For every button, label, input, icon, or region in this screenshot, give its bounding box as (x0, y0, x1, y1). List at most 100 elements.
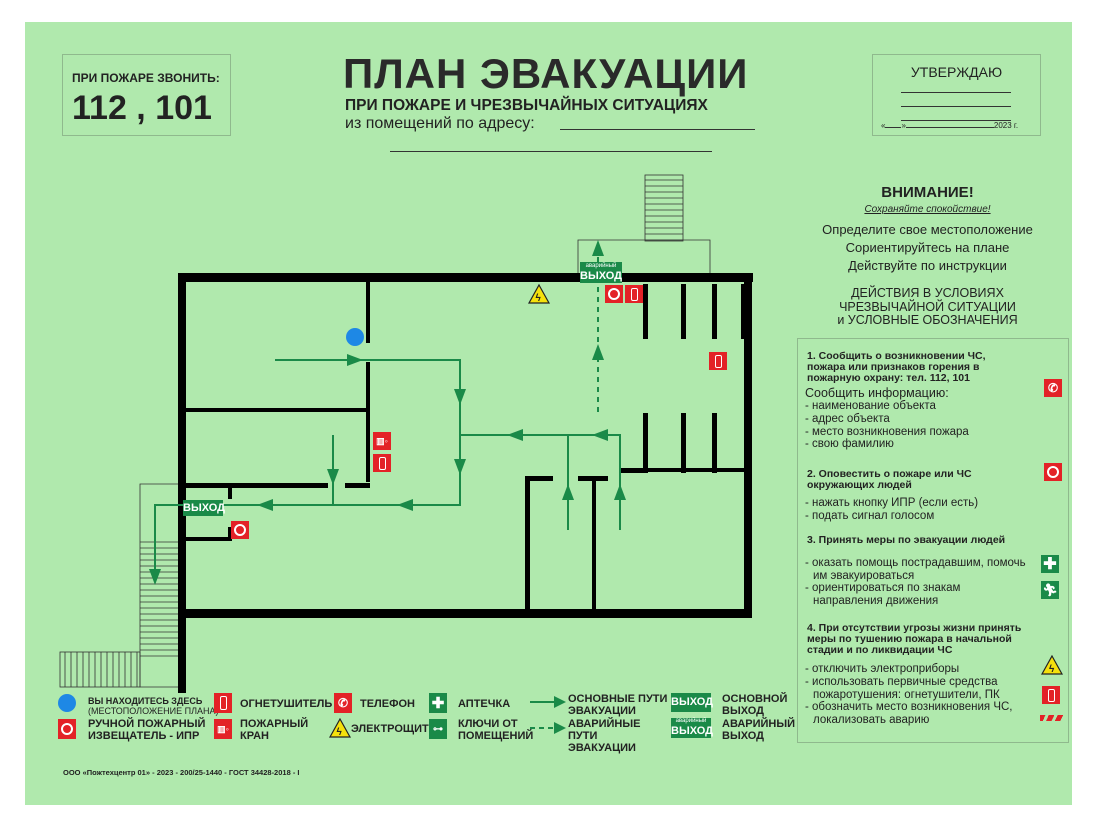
wall (345, 483, 370, 488)
first-aid-icon: ✚ (1041, 555, 1059, 573)
call-numbers: 112 , 101 (72, 89, 212, 127)
wall (681, 413, 686, 473)
attention-line: Сориентируйтесь на плане (845, 240, 1010, 255)
heading-line: и УСЛОВНЫЕ ОБОЗНАЧЕНИЯ (837, 313, 1018, 327)
attention-line: Определите свое местоположение (822, 222, 1033, 237)
wall (178, 273, 753, 282)
legend-main-route-icon (530, 696, 566, 708)
wall (366, 362, 370, 482)
evacuation-plan-poster: ПРИ ПОЖАРЕ ЗВОНИТЬ: 112 , 101 ПЛАН ЭВАКУ… (25, 22, 1072, 805)
route-arrowhead (327, 469, 339, 485)
electro-hazard-icon: ϟ (1041, 655, 1063, 675)
legend-you-are-here-icon (58, 694, 76, 712)
floor-plan: ϟ (59, 174, 753, 693)
extinguisher-icon (625, 285, 643, 303)
route-arrowhead (562, 484, 574, 500)
footer-credits: ООО «Пожтехцентр 01» - 2023 - 200/25-144… (63, 768, 300, 777)
legend-phone-icon: ✆ (334, 693, 352, 713)
legend-call-point: РУЧНОЙ ПОЖАРНЫЙ ИЗВЕЩАТЕЛЬ - ИПР (88, 718, 206, 742)
address-line-2 (390, 151, 712, 152)
actions-heading: ДЕЙСТВИЯ В УСЛОВИЯХ ЧРЕЗВЫЧАЙНОЙ СИТУАЦИ… (785, 286, 1070, 328)
route-arrowhead (507, 429, 523, 441)
main-evacuation-route (154, 359, 461, 582)
wall (712, 413, 717, 473)
route-arrowhead (614, 484, 626, 500)
approval-box: УТВЕРЖДАЮ «»2023 г. (872, 54, 1041, 136)
approval-date: «»2023 г. (881, 121, 1018, 130)
stair-flight (644, 174, 684, 242)
you-are-here-marker (346, 328, 364, 346)
badge-text: ВЫХОД (671, 725, 714, 737)
wall (525, 476, 553, 481)
wall (178, 408, 368, 412)
step-3-title: 3. Принять меры по эвакуации людей (807, 534, 1006, 546)
legend-emergency-exit: АВАРИЙНЫЙ ВЫХОД (722, 718, 796, 742)
wall (228, 483, 232, 499)
signature-line (901, 120, 1011, 121)
step-2-item: - подать сигнал голосом (805, 510, 935, 522)
step-2-item: - нажать кнопку ИПР (если есть) (805, 497, 979, 509)
wall (643, 413, 648, 473)
badge-small: аварийный (675, 718, 707, 724)
main-exit-sign: ВЫХОД (183, 500, 226, 516)
attention-block: ВНИМАНИЕ! Сохраняйте спокойствие! Опреде… (785, 184, 1070, 328)
stair-flight (59, 651, 141, 688)
legend-main-routes: ОСНОВНЫЕ ПУТИ ЭВАКУАЦИИ (568, 693, 668, 717)
date-close: » (901, 121, 906, 130)
legend-extinguisher: ОГНЕТУШИТЕЛЬ (240, 698, 333, 710)
wall (681, 284, 686, 339)
legend-call-point-icon (58, 719, 76, 739)
wall (366, 273, 370, 343)
route-arrowhead (454, 459, 466, 475)
legend-emergency-exit-badge: аварийный ВЫХОД (671, 718, 714, 738)
wall (228, 527, 232, 541)
step-1-item: - адрес объекта (805, 413, 890, 425)
stair-landing (139, 483, 178, 688)
call-label: ПРИ ПОЖАРЕ ЗВОНИТЬ: (72, 71, 220, 85)
wall (712, 284, 717, 339)
evacuation-routes (149, 240, 626, 585)
signature-line (901, 92, 1011, 93)
route-arrowhead (149, 569, 161, 585)
wall (592, 476, 596, 611)
route-arrowhead (592, 344, 604, 360)
legend-you-are-here: ВЫ НАХОДИТЕСЬ ЗДЕСЬ(МЕСТОПОЛОЖЕНИЕ ПЛАНА… (88, 696, 219, 716)
page-title: ПЛАН ЭВАКУАЦИИ (343, 50, 749, 97)
legend-first-aid-icon: ✚ (429, 693, 447, 713)
wall (741, 284, 746, 339)
wall (178, 537, 230, 541)
attention-line: Действуйте по инструкции (848, 258, 1007, 273)
wall (744, 273, 752, 618)
legend-first-aid: АПТЕЧКА (458, 698, 511, 710)
fire-alarm-call-point-icon (231, 521, 249, 539)
emergency-exit-small: аварийный (585, 263, 617, 269)
emergency-call-box: ПРИ ПОЖАРЕ ЗВОНИТЬ: 112 , 101 (62, 54, 231, 136)
svg-text:ϟ: ϟ (337, 727, 343, 738)
extinguisher-icon (709, 352, 727, 370)
fire-hydrant-icon: ▥◦ (373, 432, 391, 450)
walls (178, 273, 753, 693)
electro-symbol: ϟ (536, 293, 542, 304)
step-1-item: - свою фамилию (805, 438, 894, 450)
step-3-item: - оказать помощь пострадавшим, помочь им… (805, 557, 1026, 582)
address-line (560, 129, 755, 130)
route-arrowhead (592, 240, 604, 256)
route-arrowhead (257, 499, 273, 511)
legend-electro: ЭЛЕКТРОЩИТ (351, 723, 429, 735)
emergency-exit-text: ВЫХОД (580, 270, 623, 282)
route-arrowhead (592, 429, 608, 441)
step-2-title: 2. Оповестить о пожаре или ЧС окружающих… (807, 468, 972, 491)
wall (178, 483, 328, 488)
legend-keys-icon: ⊶ (429, 719, 447, 739)
wall (525, 476, 530, 611)
legend-main-exit-badge: ВЫХОД (671, 693, 713, 712)
svg-text:ϟ: ϟ (1049, 664, 1055, 675)
fire-alarm-call-point-icon (1044, 463, 1062, 481)
address-label: из помещений по адресу: (345, 115, 535, 132)
wall (643, 468, 748, 472)
legend-hydrant-icon: ▥◦ (214, 719, 232, 739)
date-open: « (881, 121, 886, 130)
legend-text: ВЫ НАХОДИТЕСЬ ЗДЕСЬ (88, 696, 203, 706)
legend-electro-icon: ϟ (329, 718, 351, 738)
step-4-item: - отключить электроприборы (805, 663, 960, 675)
